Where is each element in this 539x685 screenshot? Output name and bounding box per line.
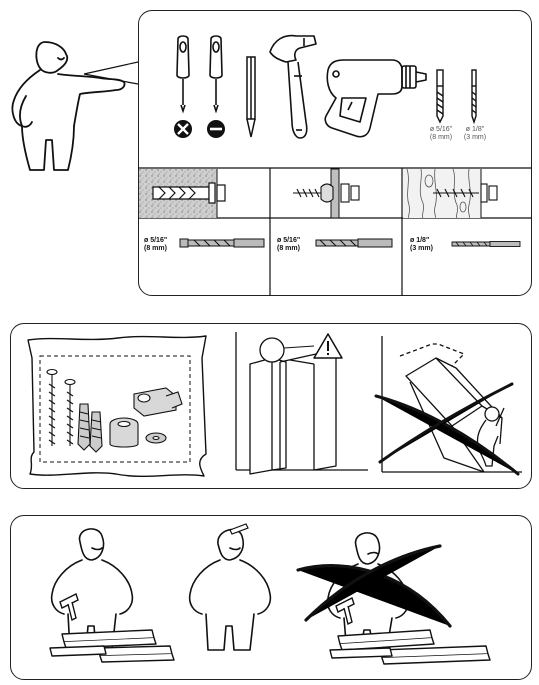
single-person-not-allowed-illustration	[296, 532, 491, 665]
drill-bit-1-size-in: ø 5/16"	[429, 126, 453, 133]
drill-bit-2-size-in: ø 1/8"	[465, 126, 485, 133]
person-with-hammer-illustration	[49, 528, 175, 663]
hollow-wall-drill-bit-icon	[315, 238, 393, 248]
masonry-drill-bit-icon	[179, 238, 265, 248]
wood-drill-bit-icon	[451, 241, 521, 247]
ikea-man-figure	[11, 41, 126, 171]
falling-cabinet-not-allowed-illustration	[374, 336, 522, 476]
concrete-wall-plug-icon	[139, 169, 226, 218]
person-with-pencil-illustration	[188, 523, 272, 651]
wall-2-bit-size-mm: (8 mm)	[277, 245, 300, 252]
wall-1-bit-size-mm: (8 mm)	[144, 245, 167, 252]
wall-2-bit-size-in: ø 5/16"	[277, 237, 301, 244]
wall-3-bit-size-in: ø 1/8"	[410, 237, 430, 244]
drill-bit-1-size-mm: (8 mm)	[429, 134, 453, 141]
tools-panel	[138, 10, 532, 296]
wall-3-bit-size-mm: (3 mm)	[410, 245, 433, 252]
fittings-bag-icon	[27, 335, 207, 478]
drill-bit-5-16-icon	[436, 69, 444, 124]
pencil-icon	[246, 56, 256, 138]
callout-pointer	[83, 61, 139, 85]
hollow-wall-anchor-icon	[293, 168, 360, 219]
wall-1-bit-size-in: ø 5/16"	[144, 237, 168, 244]
cabinet-warning-illustration	[235, 332, 368, 475]
phillips-screwdriver-icon	[174, 35, 192, 138]
drill-bit-1-8-icon	[471, 69, 477, 125]
power-drill-icon	[324, 59, 427, 138]
drill-bit-2-size-mm: (3 mm)	[463, 134, 487, 141]
flat-screwdriver-icon	[207, 35, 225, 138]
hammer-icon	[269, 34, 317, 139]
wood-wall-screw-icon	[403, 168, 498, 219]
